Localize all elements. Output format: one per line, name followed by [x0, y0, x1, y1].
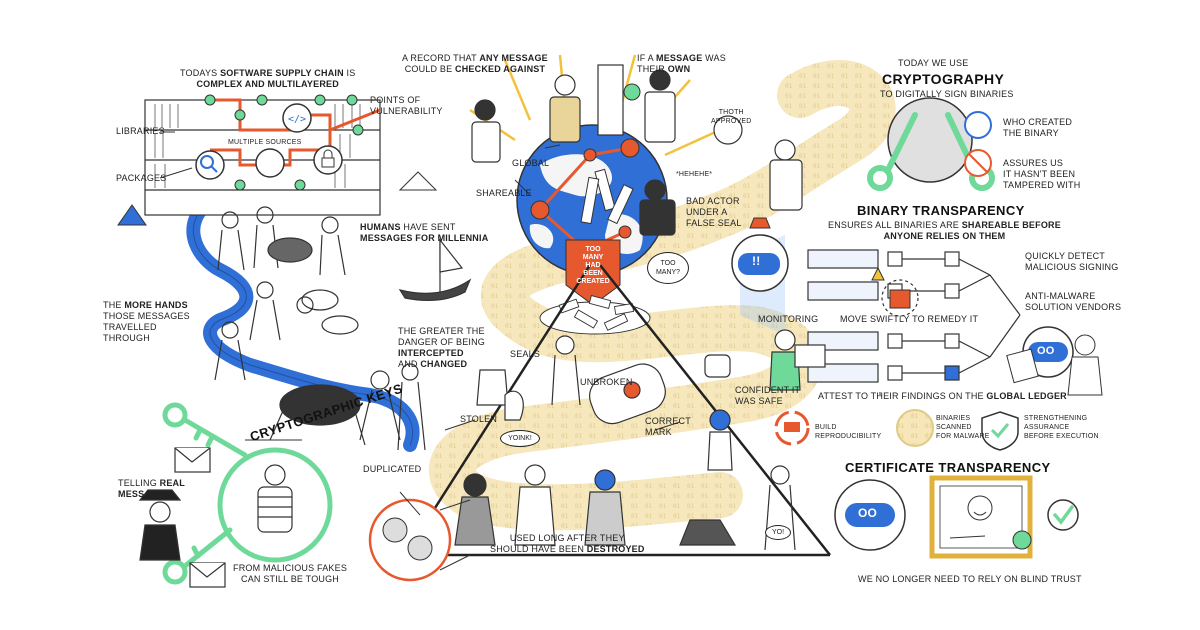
pyramid-figures [454, 335, 796, 551]
record-caption: A RECORD THAT ANY MESSAGE COULD BE CHECK… [402, 53, 548, 74]
anti-malware-robot-eyes: OO [1037, 345, 1055, 357]
monitoring-label: MONITORING [758, 314, 819, 324]
supply-chain-caption: TODAYS SOFTWARE SUPPLY CHAIN IS COMPLEX … [180, 68, 356, 89]
move-swiftly-label: MOVE SWIFTLY TO REMEDY IT [840, 314, 979, 324]
humans-sent-messages-caption: HUMANS HAVE SENT MESSAGES FOR MILLENNIA [360, 222, 489, 243]
digitally-sign-label: TO DIGITALLY SIGN BINARIES [880, 89, 1014, 99]
telling-real-messages-caption: TELLING REAL MESSAGES [118, 478, 185, 499]
packages-label: PACKAGES [116, 173, 167, 183]
shareable-label: SHAREABLE [476, 188, 532, 198]
robot-alert-eyes: !! [752, 254, 761, 268]
if-message-caption: IF A MESSAGE WAS THEIR OWN [637, 53, 726, 74]
ensures-shareable-caption: ENSURES ALL BINARIES ARE SHAREABLE BEFOR… [828, 220, 1061, 241]
supply-chain-network: </> [195, 94, 381, 191]
seals-label: SEALS [510, 349, 541, 359]
certificate-robot [834, 479, 906, 551]
global-label: GLOBAL [512, 158, 550, 168]
green-key-bottom [162, 527, 233, 585]
hehehe-label: *HEHEHE* [676, 171, 713, 178]
too-many-created-label: TOO MANY HAD BEEN CREATED [576, 246, 610, 285]
monitoring-person [769, 329, 826, 391]
svg-text:</>: </> [288, 114, 306, 125]
build-reproducibility-icon [774, 410, 810, 446]
checkmark-icon [1047, 499, 1079, 531]
monitor-robot [731, 217, 789, 292]
certificate-document [929, 475, 1033, 559]
certificate-transparency-heading: CERTIFICATE TRANSPARENCY [845, 460, 1051, 475]
yo-speech-bubble: YO! [765, 525, 791, 540]
stolen-label: STOLEN [460, 414, 498, 424]
keys-circle [217, 447, 333, 563]
duplicated-label: DUPLICATED [363, 464, 422, 474]
attest-ledger-caption: ATTEST TO THEIR FINDINGS ON THE GLOBAL L… [818, 391, 1067, 401]
envelope-bottom [189, 562, 226, 588]
robot-calm-eyes: OO [858, 506, 878, 520]
pyramids [117, 171, 438, 226]
strengthening-icon [981, 411, 1019, 451]
duplicated-coins [368, 498, 471, 582]
blind-trust-caption: WE NO LONGER NEED TO RELY ON BLIND TRUST [858, 574, 1082, 584]
envelope-top [174, 447, 211, 473]
binaries-scanned-icon [896, 409, 934, 447]
multiple-sources-label: MULTIPLE SOURCES [228, 139, 302, 146]
crowd-figures-left [214, 206, 426, 451]
libraries-label: LIBRARIES [116, 126, 165, 136]
binary-transparency-heading: BINARY TRANSPARENCY [857, 203, 1025, 218]
pirate-figure [138, 489, 182, 561]
unbroken-label: UNBROKEN [580, 377, 633, 387]
used-long-caption: USED LONG AFTER THEY SHOULD HAVE BEEN DE… [490, 533, 645, 554]
scroll-pile [539, 294, 651, 335]
egyptian-figures-top [471, 64, 803, 236]
cryptography-heading: CRYPTOGRAPHY [882, 71, 1005, 87]
more-hands-caption: THE MORE HANDS THOSE MESSAGES TRAVELLED … [103, 300, 190, 343]
cryptography-circle [867, 97, 995, 191]
ship-illustration [398, 238, 472, 302]
globe-ledger [516, 124, 668, 276]
anti-malware-robot [1006, 326, 1103, 396]
green-key-top [162, 402, 248, 458]
yoink-speech-bubble: YOINK! [500, 430, 540, 447]
too-many-arrow [565, 239, 621, 306]
greater-danger-caption: THE GREATER THE DANGER OF BEING INTERCEP… [398, 326, 486, 369]
today-we-use-label: TODAY WE USE [898, 58, 969, 68]
